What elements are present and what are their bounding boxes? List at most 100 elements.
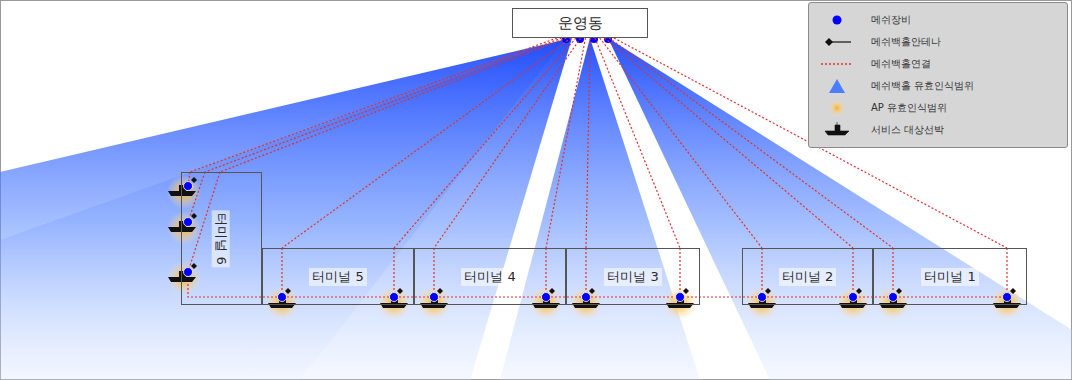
backhaul-leader xyxy=(545,248,546,297)
legend-label: 메쉬백홀 유효인식범위 xyxy=(871,79,974,93)
ap-range-glow xyxy=(377,286,411,320)
terminal-box: 터미널 2 xyxy=(742,248,873,305)
backhaul-antenna xyxy=(191,213,197,219)
backhaul-antenna xyxy=(397,288,403,294)
backhaul-antenna xyxy=(856,288,862,294)
mesh-device xyxy=(542,293,551,302)
backhaul-leader xyxy=(281,248,282,297)
backhaul-leader xyxy=(892,248,893,297)
legend-row: 메쉬백홀안테나 xyxy=(817,31,1059,53)
legend-row: 서비스 대상선박 xyxy=(817,119,1059,141)
backhaul-antenna xyxy=(191,177,197,183)
backhaul-leader xyxy=(852,248,853,297)
backhaul-antenna xyxy=(589,288,595,294)
mesh-device xyxy=(1003,293,1012,302)
legend-dot xyxy=(833,16,842,25)
backhaul-beam xyxy=(0,38,572,380)
terminal-label: 터미널 1 xyxy=(921,268,978,286)
legend-label: 서비스 대상선박 xyxy=(871,123,944,137)
mesh-device xyxy=(278,293,287,302)
legend-label: 메쉬장비 xyxy=(871,13,911,27)
ap-range-glow xyxy=(990,286,1024,320)
backhaul-antenna xyxy=(549,288,555,294)
backhaul-link xyxy=(190,38,557,172)
backhaul-antenna xyxy=(1010,288,1016,294)
terminal-box: 터미널 4 xyxy=(414,248,566,305)
backhaul-link xyxy=(595,38,680,248)
legend-swatch xyxy=(817,12,857,28)
legend-swatch xyxy=(817,78,857,94)
terminal-label: 터미널 4 xyxy=(461,268,518,286)
legend-row: 메쉬백홀연결 xyxy=(817,53,1059,75)
backhaul-antenna xyxy=(191,263,197,269)
ap-range-glow xyxy=(167,211,201,245)
building-label: 운영동 xyxy=(555,14,606,33)
terminal-box: 터미널 6 xyxy=(181,172,262,305)
legend-label: 메쉬백홀안테나 xyxy=(871,35,941,49)
mesh-device xyxy=(889,293,898,302)
ap-range-glow xyxy=(167,261,201,295)
mesh-device xyxy=(849,293,858,302)
ap-range-glow xyxy=(569,286,603,320)
ap-range-glow xyxy=(417,286,451,320)
backhaul-link xyxy=(220,38,566,172)
backhaul-link xyxy=(282,38,571,248)
legend-swatch xyxy=(817,122,857,138)
mesh-device xyxy=(390,293,399,302)
ap-range-glow xyxy=(167,175,201,209)
legend-swatch xyxy=(817,56,857,72)
ap-range-glow xyxy=(265,286,299,320)
legend-beam xyxy=(829,79,845,93)
backhaul-antenna xyxy=(683,288,689,294)
legend-label: AP 유효인식범위 xyxy=(871,101,947,115)
backhaul-link xyxy=(600,38,762,248)
mesh-device xyxy=(430,293,439,302)
backhaul-link xyxy=(394,38,576,248)
building-box: 운영동 xyxy=(512,8,648,38)
backhaul-leader xyxy=(1006,248,1007,297)
backhaul-leader xyxy=(585,248,586,297)
mesh-device xyxy=(184,182,193,191)
terminal-box: 터미널 3 xyxy=(566,248,700,305)
ap-range-glow xyxy=(663,286,697,320)
terminal-label: 터미널 3 xyxy=(604,268,661,286)
terminal-box: 터미널 5 xyxy=(262,248,414,305)
ap-range-glow xyxy=(745,286,779,320)
backhaul-leader xyxy=(761,248,762,297)
backhaul-leader xyxy=(433,248,434,297)
backhaul-antenna xyxy=(437,288,443,294)
legend-antenna xyxy=(825,38,833,46)
mesh-device xyxy=(758,293,767,302)
backhaul-leader xyxy=(393,248,394,297)
backhaul-link xyxy=(434,38,581,248)
terminal-label: 터미널 2 xyxy=(779,268,836,286)
backhaul-link xyxy=(586,38,590,248)
terminal-label: 터미널 5 xyxy=(309,268,366,286)
legend-glow xyxy=(829,100,845,116)
legend-row: 메쉬백홀 유효인식범위 xyxy=(817,75,1059,97)
terminal-label: 터미널 6 xyxy=(211,210,229,267)
mesh-device xyxy=(184,268,193,277)
backhaul-link xyxy=(546,38,585,248)
legend-row: AP 유효인식범위 xyxy=(817,97,1059,119)
legend-row: 메쉬장비 xyxy=(817,9,1059,31)
ap-range-glow xyxy=(836,286,870,320)
terminal-box: 터미널 1 xyxy=(873,248,1027,305)
backhaul-antenna xyxy=(765,288,771,294)
backhaul-leader xyxy=(188,172,205,222)
legend-swatch xyxy=(817,34,857,50)
legend-panel: 메쉬장비메쉬백홀안테나메쉬백홀연결메쉬백홀 유효인식범위 AP 유효인식범위서비스… xyxy=(808,2,1068,148)
legend-label: 메쉬백홀연결 xyxy=(871,57,931,71)
backhaul-antenna xyxy=(896,288,902,294)
legend-link-line xyxy=(821,63,853,64)
mesh-device xyxy=(676,293,685,302)
mesh-device xyxy=(582,293,591,302)
backhaul-link xyxy=(205,38,562,172)
legend-ship xyxy=(825,122,849,135)
ap-range-glow xyxy=(876,286,910,320)
legend-swatch xyxy=(817,100,857,116)
backhaul-leader xyxy=(679,248,680,297)
backhaul-beam xyxy=(0,38,566,380)
